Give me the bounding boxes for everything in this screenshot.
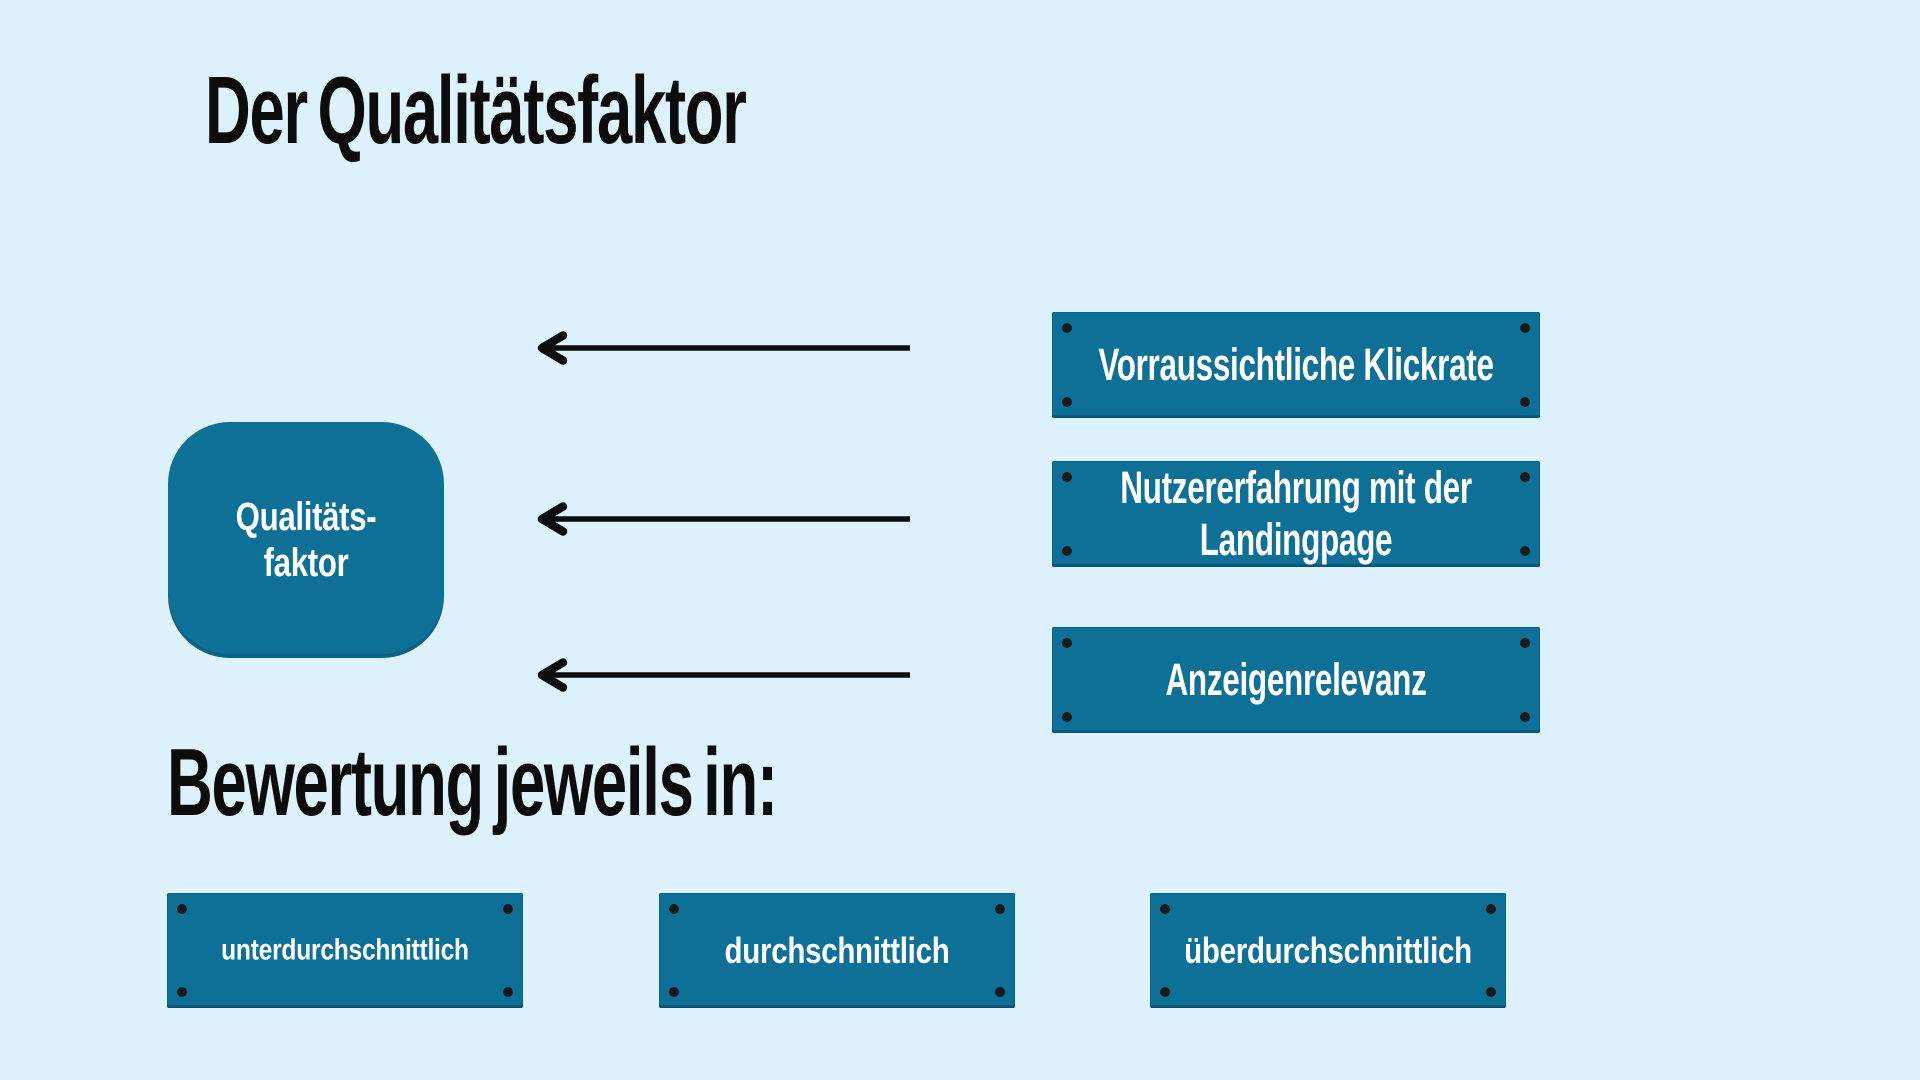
- corner-dot: [1520, 712, 1530, 722]
- corner-dot: [503, 987, 513, 997]
- factor-label: Vorraussichtliche Klickrate: [1098, 338, 1494, 390]
- factor-label: Anzeigenrelevanz: [1165, 653, 1427, 705]
- corner-dot: [1520, 472, 1530, 482]
- rating-label: überdurchschnittlich: [1184, 929, 1472, 971]
- arrow-factor-1: [528, 318, 918, 378]
- rating-box-ueberdurchschnittlich: überdurchschnittlich: [1150, 893, 1506, 1008]
- corner-dot: [1160, 987, 1170, 997]
- corner-dot: [995, 987, 1005, 997]
- corner-dot: [669, 904, 679, 914]
- factor-box-anzeigenrelevanz: Anzeigenrelevanz: [1052, 627, 1540, 733]
- corner-dot: [995, 904, 1005, 914]
- corner-dot: [1520, 323, 1530, 333]
- corner-dot: [1062, 546, 1072, 556]
- corner-dot: [669, 987, 679, 997]
- quality-factor-node: Qualitäts- faktor: [168, 422, 444, 658]
- corner-dot: [1062, 712, 1072, 722]
- rating-box-unterdurchschnittlich: unterdurchschnittlich: [167, 893, 523, 1008]
- arrow-left-icon: [537, 502, 910, 536]
- corner-dot: [1062, 397, 1072, 407]
- factor-label: Nutzererfahrung mit der Landingpage: [1120, 461, 1472, 565]
- corner-dot: [1062, 472, 1072, 482]
- corner-dot: [1062, 638, 1072, 648]
- corner-dot: [1520, 638, 1530, 648]
- corner-dot: [1160, 904, 1170, 914]
- arrow-left-icon: [537, 658, 910, 692]
- corner-dot: [1486, 987, 1496, 997]
- page-title: Der Qualitätsfaktor: [205, 57, 747, 164]
- corner-dot: [177, 904, 187, 914]
- corner-dot: [503, 904, 513, 914]
- arrow-factor-3: [528, 645, 918, 705]
- corner-dot: [1486, 904, 1496, 914]
- corner-dot: [1520, 546, 1530, 556]
- rating-box-durchschnittlich: durchschnittlich: [659, 893, 1015, 1008]
- arrow-left-icon: [537, 331, 910, 365]
- rating-label: unterdurchschnittlich: [221, 933, 469, 967]
- section-heading-bewertung: Bewertung jeweils in:: [167, 729, 778, 836]
- corner-dot: [1062, 323, 1072, 333]
- corner-dot: [1520, 397, 1530, 407]
- arrow-factor-2: [528, 489, 918, 549]
- corner-dot: [177, 987, 187, 997]
- rating-label: durchschnittlich: [724, 929, 950, 971]
- factor-box-nutzererfahrung: Nutzererfahrung mit der Landingpage: [1052, 461, 1540, 567]
- quality-factor-label: Qualitäts- faktor: [235, 495, 377, 585]
- factor-box-klickrate: Vorraussichtliche Klickrate: [1052, 312, 1540, 418]
